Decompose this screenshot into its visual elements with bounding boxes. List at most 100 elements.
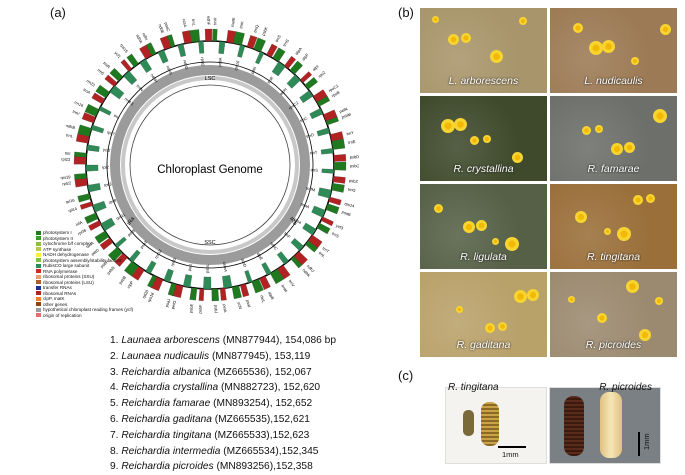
species-accession: (MN882723), 152,620 bbox=[218, 382, 321, 394]
species-accession: (MN893256),152,358 bbox=[213, 461, 313, 473]
legend-label: RubisCO large subunit bbox=[43, 263, 90, 268]
gene-label: psbD bbox=[350, 154, 360, 159]
gene-block bbox=[203, 276, 212, 290]
achene-dark-brown bbox=[564, 396, 584, 456]
gene-label: trnfM bbox=[306, 185, 316, 192]
legend-item: photosystem II bbox=[36, 236, 133, 242]
flower-head bbox=[602, 40, 615, 53]
flower-head bbox=[498, 322, 507, 331]
gene-label: psbB bbox=[118, 275, 128, 286]
genome-ring bbox=[85, 40, 335, 290]
legend-swatch bbox=[36, 230, 41, 235]
flower-head bbox=[655, 297, 663, 305]
gene-label: psaI bbox=[245, 299, 252, 308]
gene-label: rpl20 bbox=[141, 288, 150, 299]
gene-label: ndhG bbox=[165, 65, 173, 76]
photo-caption: R. tingitana bbox=[586, 251, 641, 263]
gene-label: trnK bbox=[238, 20, 245, 29]
gene-block bbox=[114, 253, 128, 267]
gene-label: psbT bbox=[139, 239, 149, 249]
gene-label: petG bbox=[170, 300, 177, 310]
gene-label: trnG bbox=[347, 187, 356, 193]
gene-block bbox=[120, 59, 132, 72]
legend-label: RNA polymerase bbox=[43, 268, 78, 274]
gene-block bbox=[163, 268, 174, 283]
gene-label: clpP bbox=[126, 280, 135, 290]
legend-item: ATP synthase bbox=[36, 247, 133, 253]
scale-bar-left bbox=[498, 446, 526, 448]
achene-large-striped bbox=[481, 402, 499, 446]
legend-swatch bbox=[36, 247, 41, 252]
gene-label: trnI bbox=[65, 151, 71, 156]
legend-label: other genes bbox=[43, 301, 68, 307]
species-accession: (MZ665533),152,623 bbox=[211, 429, 310, 441]
gene-label: rpl33 bbox=[170, 256, 178, 267]
gene-block bbox=[74, 173, 87, 180]
gene-block bbox=[167, 34, 176, 48]
species-name: Reichardia albanica bbox=[121, 366, 211, 378]
flower-head bbox=[454, 118, 467, 131]
legend-label: ribosomal proteins (SSU) bbox=[43, 274, 95, 279]
legend-swatch bbox=[36, 274, 41, 279]
legend-item: RubisCO large subunit bbox=[36, 263, 133, 269]
gene-block bbox=[177, 43, 186, 57]
gene-block bbox=[167, 282, 177, 297]
gene-block bbox=[100, 217, 116, 232]
legend-label: NADH dehydrogenase bbox=[43, 252, 89, 257]
gene-block bbox=[92, 200, 107, 213]
gene-label: ndhD bbox=[182, 59, 189, 70]
gene-label: rpoA bbox=[85, 240, 95, 249]
gene-block bbox=[109, 85, 125, 100]
gene-block bbox=[147, 274, 157, 288]
species-index: 8. bbox=[110, 445, 122, 457]
flower-head bbox=[476, 220, 487, 231]
legend-swatch bbox=[36, 280, 41, 285]
gene-label: trnS bbox=[310, 167, 318, 172]
gene-label: ndhF bbox=[206, 16, 211, 26]
species-accession: (MZ665536), 152,067 bbox=[210, 366, 312, 378]
gene-label: trnL bbox=[191, 19, 197, 27]
gene-block bbox=[309, 108, 324, 120]
legend-label: hypothetical chloroplast reading frames … bbox=[43, 307, 134, 312]
achene-label-tingitana: R. tingitana bbox=[448, 382, 499, 393]
gene-label: trnR bbox=[266, 75, 275, 84]
gene-label: rps12 bbox=[153, 248, 163, 260]
gene-label: ycf4 bbox=[237, 301, 244, 310]
flower-head bbox=[461, 33, 471, 43]
legend-swatch bbox=[36, 313, 41, 318]
gene-label: ndhJ bbox=[306, 263, 316, 273]
gene-block bbox=[198, 41, 205, 54]
gene-label: ndhA bbox=[135, 33, 144, 44]
flower-head bbox=[448, 34, 459, 45]
gene-block bbox=[104, 74, 118, 87]
gene-block bbox=[316, 222, 331, 235]
gene-label: rpl16 bbox=[65, 197, 76, 204]
legend-item: ribosomal RNAs bbox=[36, 291, 133, 297]
achene-pale-yellow bbox=[600, 392, 622, 458]
gene-block bbox=[299, 90, 314, 103]
genome-center-title: Chloroplast Genome bbox=[157, 164, 262, 176]
gene-label: psbF bbox=[197, 304, 203, 314]
gene-block bbox=[320, 216, 334, 227]
gene-label: rpoC2 bbox=[288, 100, 300, 111]
gene-block bbox=[325, 203, 340, 215]
species-accession: (MN877945), 153,119 bbox=[209, 350, 311, 362]
photo-caption: L. nudicaulis bbox=[584, 75, 643, 87]
gene-label: rrn4.5 bbox=[124, 96, 136, 107]
species-name: Reichardia tingitana bbox=[121, 429, 212, 441]
gene-label: rps4 bbox=[293, 217, 303, 226]
achene-photo-left: R. tingitana 1mm bbox=[445, 382, 547, 464]
gene-label: trnF bbox=[283, 231, 292, 240]
legend-label: clpP, matK bbox=[43, 296, 65, 301]
gene-block bbox=[289, 60, 303, 75]
gene-label: rps19 bbox=[60, 174, 71, 180]
gene-label: trnD bbox=[306, 132, 315, 139]
flower-head bbox=[434, 204, 443, 213]
gene-block bbox=[88, 220, 102, 231]
gene-label: petB bbox=[126, 228, 136, 237]
gene-label: psbI bbox=[249, 66, 257, 75]
species-name: Launaea arborescens bbox=[121, 335, 220, 346]
flower-head bbox=[617, 227, 631, 241]
gene-label: rpoC1 bbox=[327, 83, 340, 93]
gene-label: atpE bbox=[256, 251, 264, 261]
